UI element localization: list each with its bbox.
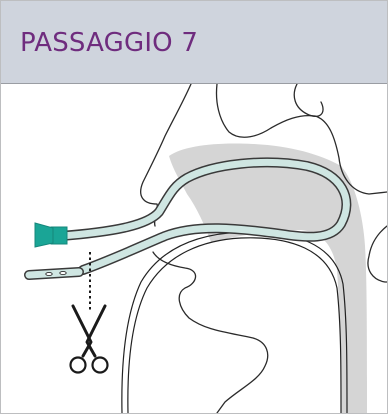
tube-connector-icon bbox=[35, 223, 67, 247]
airway-wall-lines bbox=[122, 232, 347, 413]
scissors-icon bbox=[71, 306, 108, 373]
cut-tube-segment bbox=[29, 271, 79, 275]
procedure-illustration bbox=[1, 84, 387, 413]
step-header: PASSAGGIO 7 bbox=[1, 1, 387, 84]
step-title: PASSAGGIO 7 bbox=[20, 27, 198, 59]
